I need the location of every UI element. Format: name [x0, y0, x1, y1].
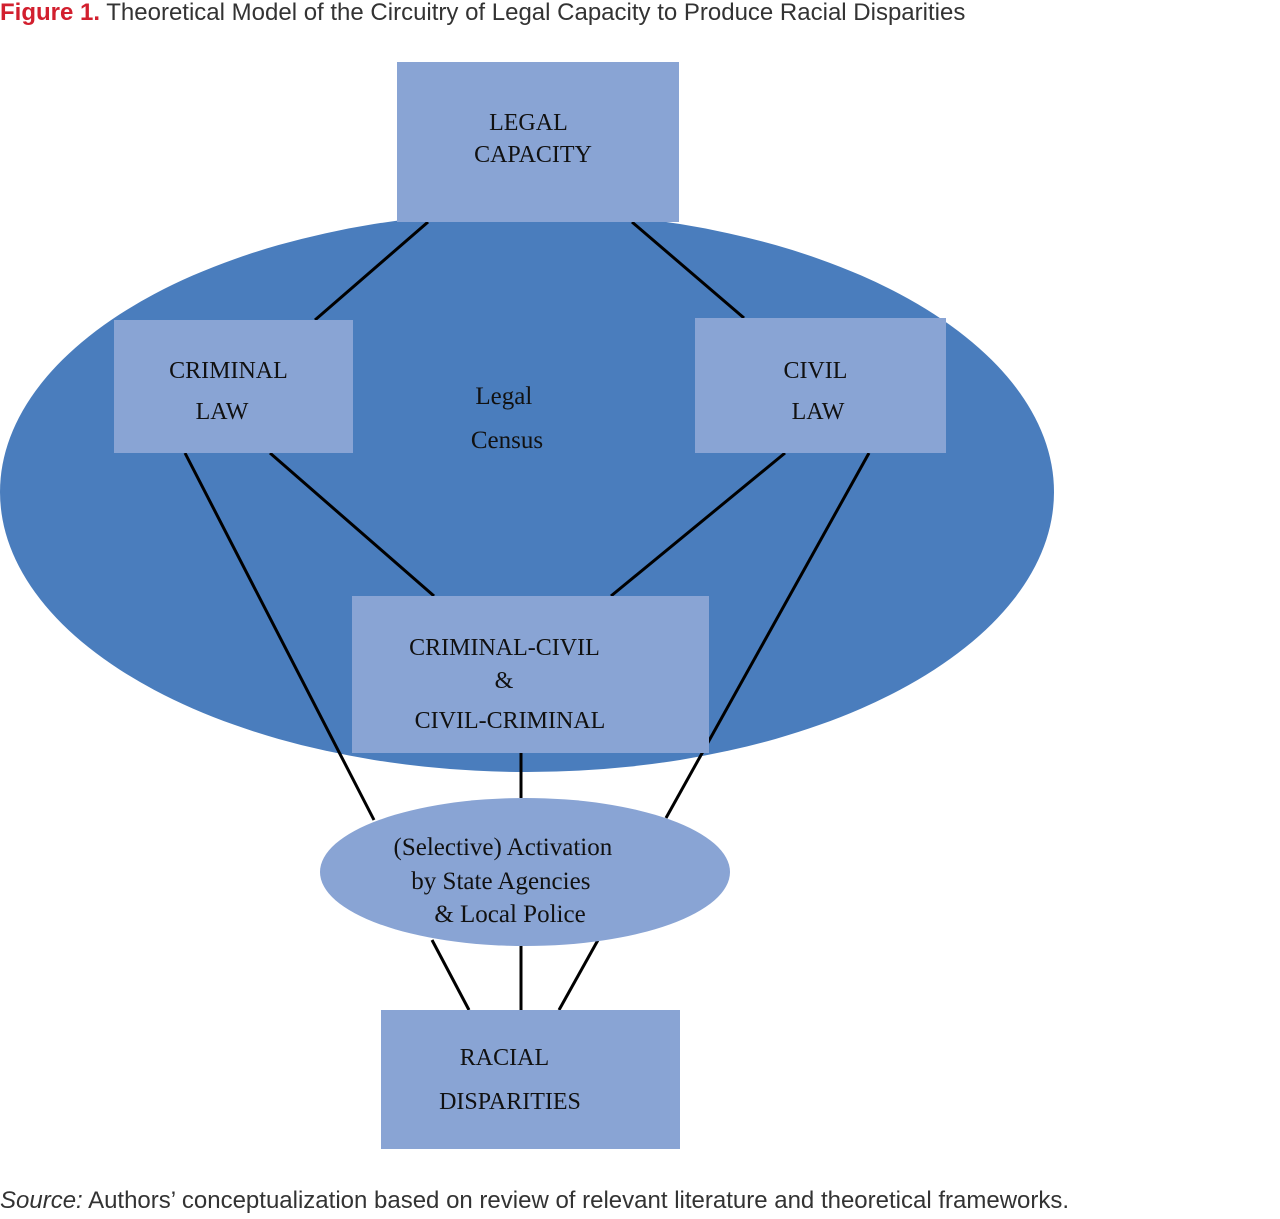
civil-law-box [695, 318, 946, 453]
figure-title: Theoretical Model of the Circuitry of Le… [106, 0, 966, 26]
legal-census-label: Legal Census [471, 383, 543, 454]
activation-ellipse [320, 798, 730, 946]
connector-activation-disparities-right [557, 939, 600, 1011]
connector-activation-disparities-left [430, 939, 471, 1011]
civil-law-label: CIVIL LAW [783, 358, 852, 425]
legal-capacity-box [397, 62, 679, 222]
criminal-law-box [114, 320, 353, 453]
criminal-civil-box [352, 596, 709, 753]
criminal-law-label: CRIMINAL LAW [169, 358, 293, 425]
connector-civil-activation [664, 452, 871, 819]
racial-disparities-box [381, 1010, 680, 1149]
figure-label: Figure 1. [0, 0, 101, 26]
source-text: Authors’ conceptualization based on revi… [82, 1187, 1070, 1214]
connector-criminal-crimciv [269, 451, 435, 598]
legal-capacity-label: LEGAL CAPACITY [474, 110, 592, 168]
figure-caption: Figure 1. Theoretical Model of the Circu… [0, 0, 1280, 30]
activation-label: (Selective) Activation by State Agencies… [394, 834, 619, 928]
connector-criminal-activation [183, 452, 376, 821]
racial-disparities-label: RACIAL DISPARITIES [439, 1045, 581, 1115]
connector-capacity-criminal [314, 220, 429, 322]
source-note: Source: Authors’ conceptualization based… [0, 1186, 1280, 1218]
connector-capacity-civil [631, 220, 745, 320]
criminal-civil-label: CRIMINAL-CIVIL & CIVIL-CRIMINAL [409, 635, 605, 734]
connector-civil-crimciv [610, 451, 786, 598]
source-label: Source: [0, 1187, 83, 1214]
connectors [183, 220, 871, 1011]
